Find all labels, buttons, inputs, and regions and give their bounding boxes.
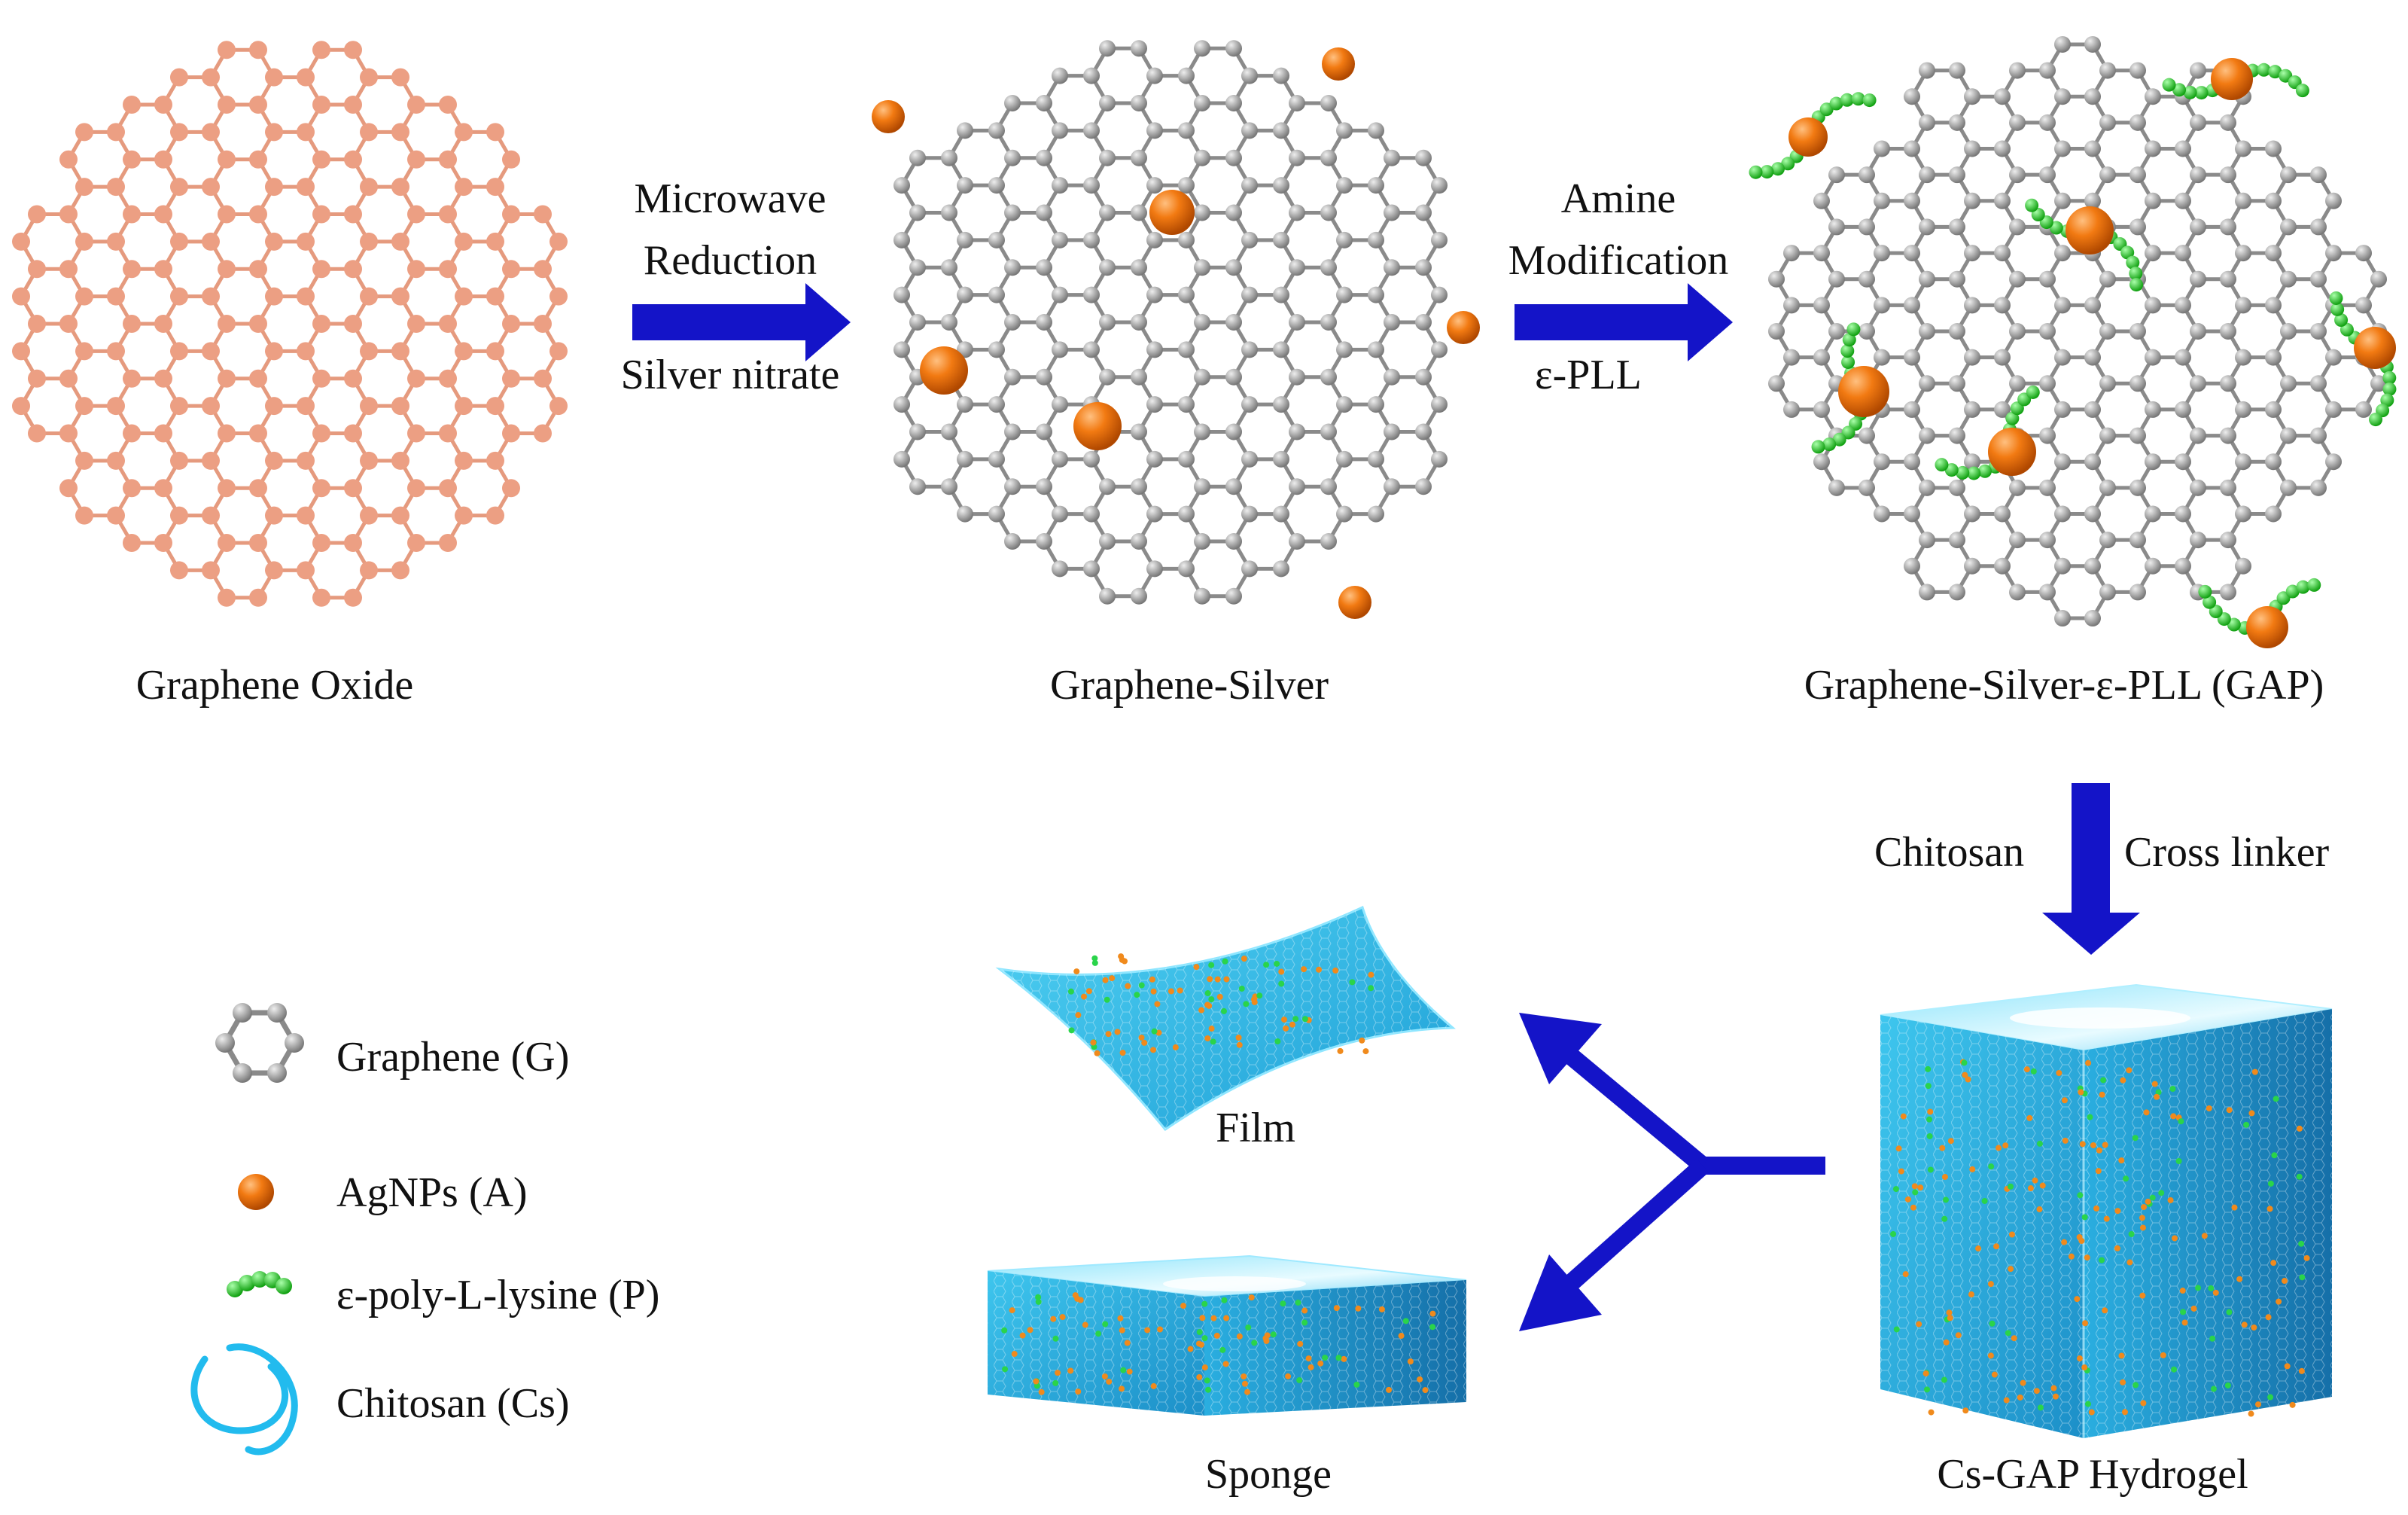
step2-label-epll: ε-PLL xyxy=(1535,352,1642,398)
sponge-title: Sponge xyxy=(1205,1451,1332,1498)
gap-sheet xyxy=(1768,35,2387,627)
step1-label-microwave: Microwave xyxy=(634,175,827,222)
legend-pll-label: ε-poly-L-lysine (P) xyxy=(336,1272,660,1318)
legend-silver-label: AgNPs (A) xyxy=(336,1169,528,1216)
graphene-silver-nanoparticles xyxy=(872,47,1480,619)
graphene-oxide-title: Graphene Oxide xyxy=(135,662,414,709)
film-graphic xyxy=(995,905,1456,1132)
step3-label-chitosan: Chitosan xyxy=(1874,829,2025,876)
gap-nanoparticles-with-pll xyxy=(1749,58,2397,648)
sponge-graphic xyxy=(987,1254,1467,1416)
arrow-step3-icon xyxy=(2042,783,2140,955)
graphene-silver-sheet xyxy=(893,40,1448,605)
step1-label-silver-nitrate: Silver nitrate xyxy=(620,352,840,398)
step2-label-amine: Amine xyxy=(1560,175,1676,222)
legend-silver-icon xyxy=(238,1174,274,1210)
graphene-oxide-sheet xyxy=(12,41,568,607)
legend-graphene-icon xyxy=(215,1003,304,1083)
step2-label-modification: Modification xyxy=(1508,237,1729,284)
legend-graphene-label: Graphene (G) xyxy=(336,1034,570,1081)
hydrogel-cube-graphic xyxy=(1880,983,2333,1438)
arrow-step2-icon xyxy=(1515,283,1733,361)
legend-chitosan-label: Chitosan (Cs) xyxy=(336,1380,570,1427)
gap-title: Graphene-Silver-ε-PLL (GAP) xyxy=(1804,662,2324,709)
legend-chitosan-icon xyxy=(190,1343,298,1456)
film-title: Film xyxy=(1216,1105,1295,1151)
legend-pll-icon xyxy=(227,1271,292,1297)
arrow-step1-icon xyxy=(632,283,851,361)
split-arrow-icon xyxy=(1519,1013,1825,1331)
hydrogel-title: Cs-GAP Hydrogel xyxy=(1937,1451,2248,1498)
graphene-silver-title: Graphene-Silver xyxy=(1049,662,1329,709)
step1-label-reduction: Reduction xyxy=(643,237,817,284)
step3-label-cross-linker: Cross linker xyxy=(2124,829,2330,876)
